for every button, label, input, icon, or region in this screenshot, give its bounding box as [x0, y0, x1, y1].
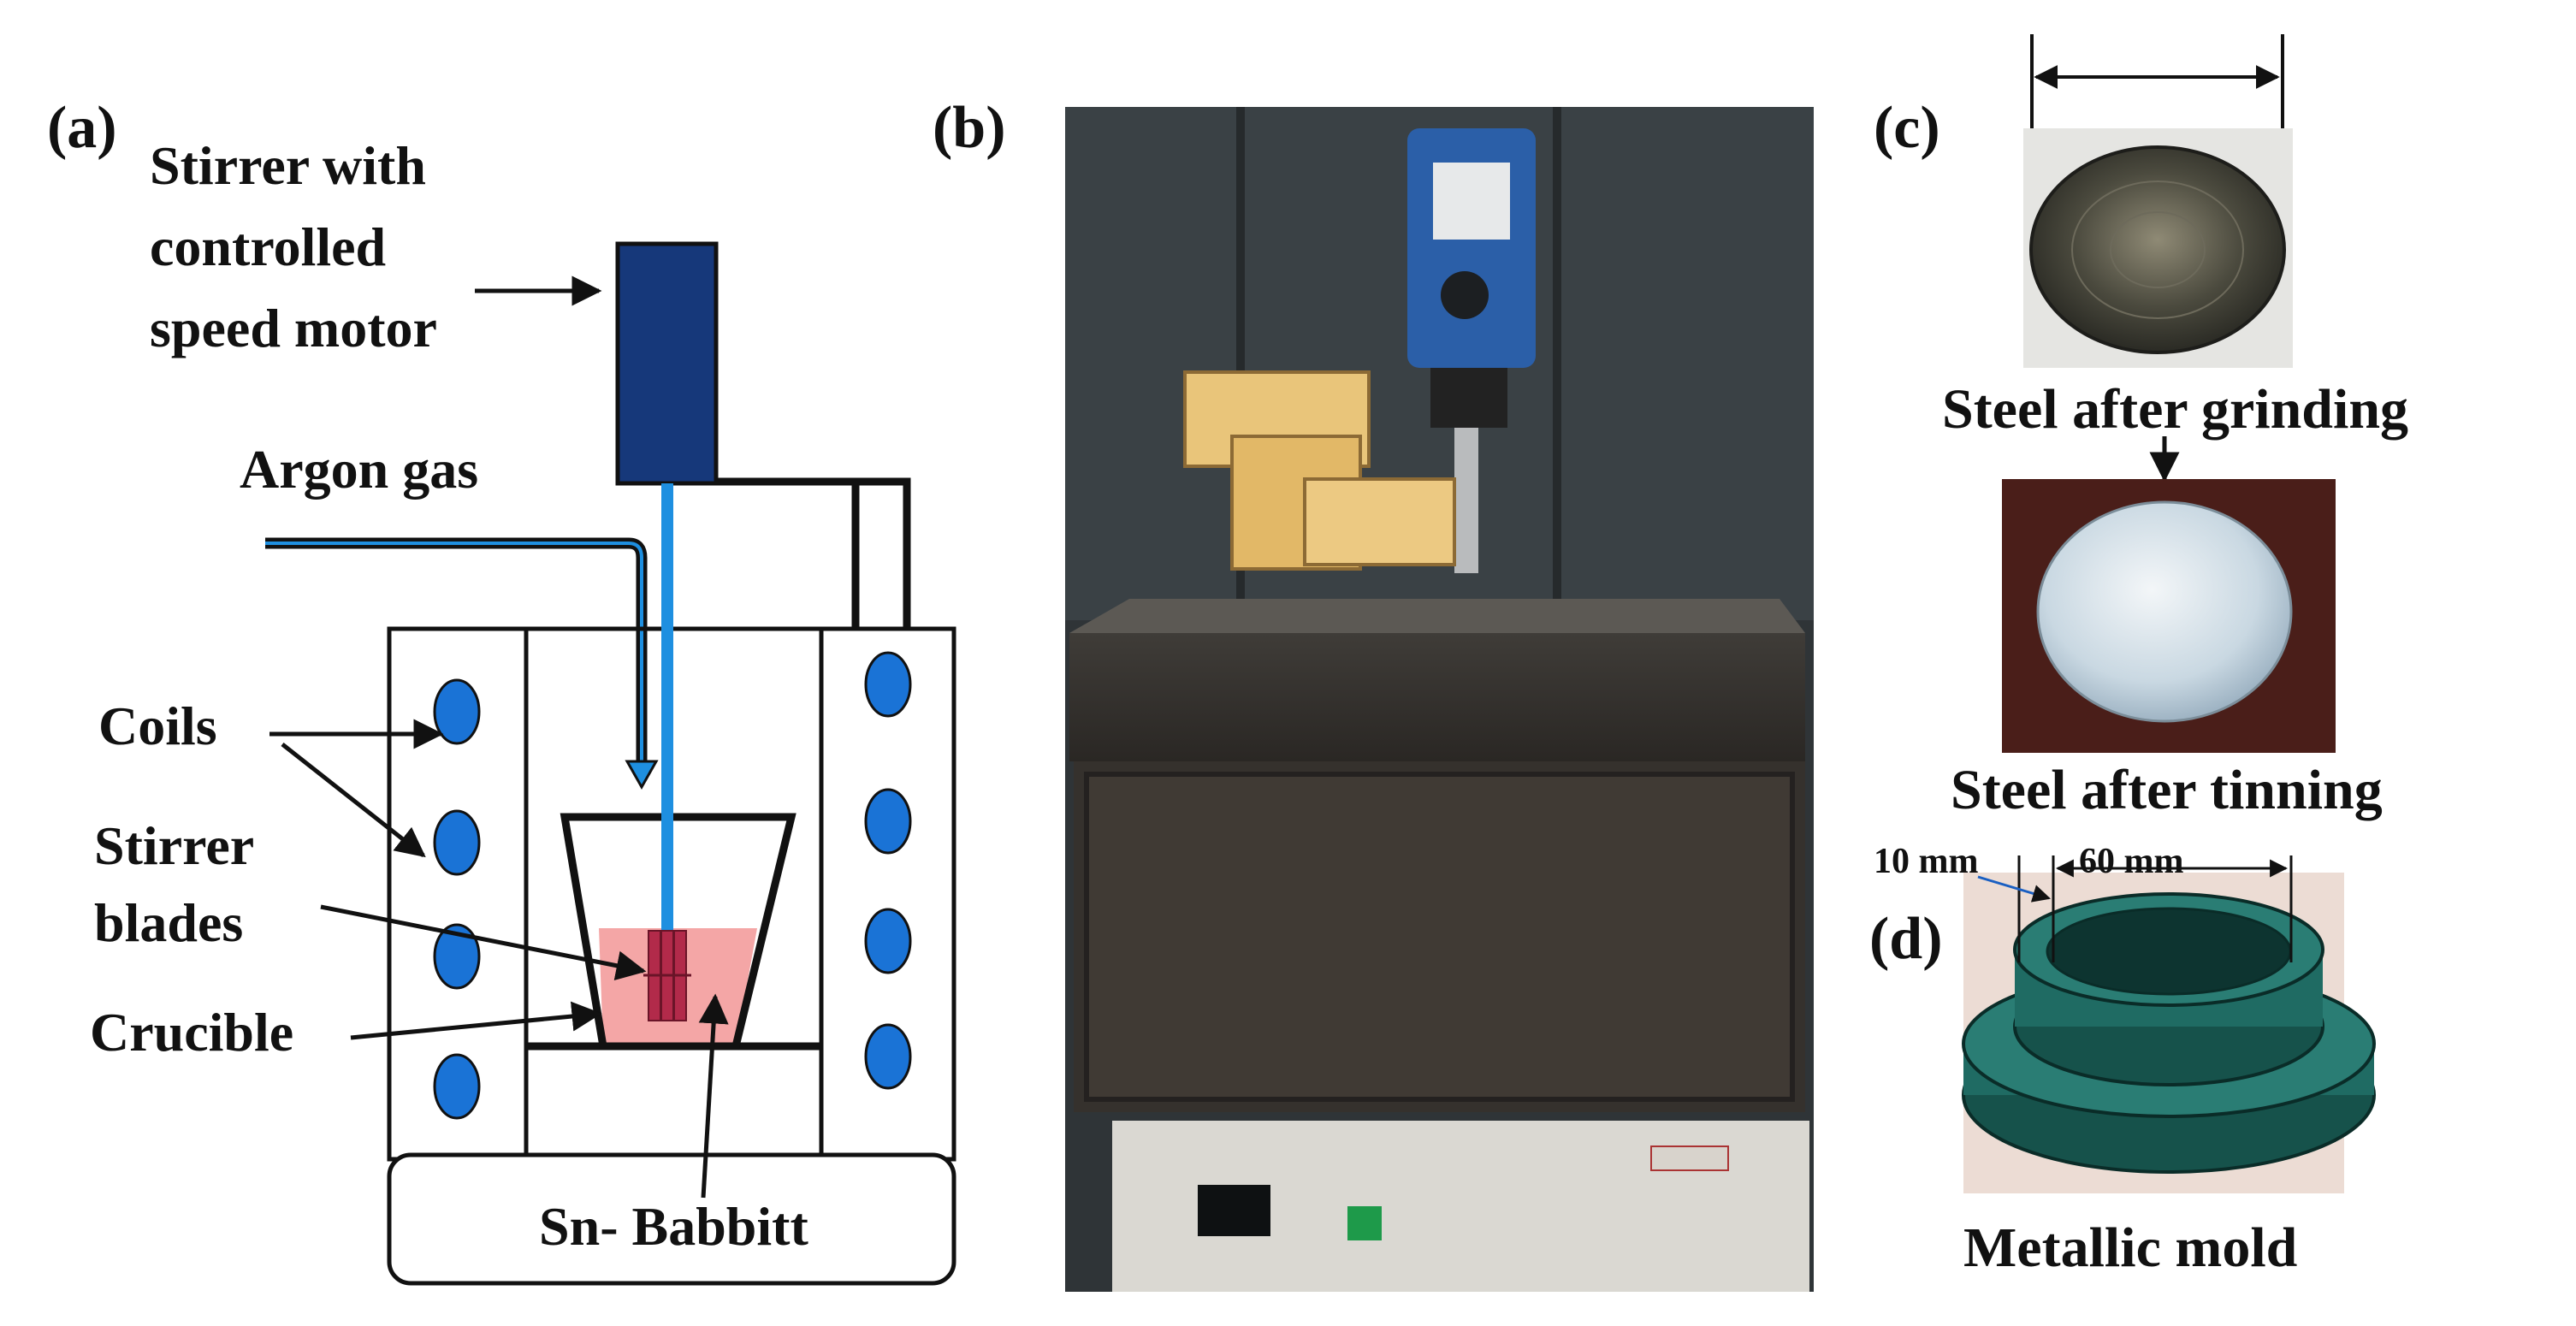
- stirrer-motor: [615, 241, 719, 486]
- coils-right: [864, 651, 912, 1090]
- panel-a-tag: (a): [47, 95, 117, 161]
- blades-label-line1: Stirrer: [94, 815, 254, 876]
- tinning-label: Steel after tinning: [1951, 759, 2383, 821]
- coil-icon: [433, 1053, 481, 1120]
- sn-babbitt-label: Sn- Babbitt: [539, 1196, 808, 1257]
- crucible: [560, 813, 796, 1051]
- crucible-arrow: [350, 1001, 602, 1040]
- coil-icon: [864, 651, 912, 718]
- coils-label: Coils: [98, 696, 217, 756]
- panel-b-tag: (b): [933, 95, 1006, 161]
- metallic-mold-label: Metallic mold: [1963, 1216, 2297, 1279]
- panel-a: (a) Stirrer with controlled speed motor …: [47, 95, 956, 1286]
- dim-10mm-label: 10 mm: [1874, 842, 1978, 881]
- panel-c-tag: (c): [1874, 95, 1940, 161]
- stirrer-shaft: [661, 483, 673, 945]
- argon-gas-flow: [265, 542, 643, 766]
- coil-icon: [864, 1023, 912, 1090]
- coil-icon: [433, 678, 481, 745]
- blades-arrow: [320, 904, 647, 981]
- coils-left: [433, 678, 481, 1120]
- dim-10mm-arrow: [1977, 875, 2052, 903]
- grinding-label: Steel after grinding: [1942, 378, 2408, 441]
- sn-babbitt-arrow: [698, 993, 729, 1199]
- stirring-furnace-setup-photo: [1065, 107, 1814, 1292]
- coil-icon: [864, 788, 912, 855]
- coil-icon: [433, 923, 481, 990]
- motor-label-line1: Stirrer with: [150, 135, 426, 196]
- stirrer-blades: [643, 930, 691, 1021]
- coils-arrow-2: [281, 743, 426, 858]
- motor-label-line3: speed motor: [150, 298, 437, 358]
- argon-gas-inlet-arrow: [625, 760, 659, 790]
- panel-d: (d) 10 mm 60 mm Metallic mold: [1869, 842, 2376, 1279]
- dim-60mm-label: 60 mm: [2079, 842, 2183, 881]
- panel-b: (b): [933, 95, 1814, 1292]
- blades-label-line2: blades: [94, 892, 243, 953]
- argon-gas-label: Argon gas: [240, 439, 478, 500]
- motor-label-line2: controlled: [150, 216, 386, 277]
- crucible-label: Crucible: [90, 1002, 293, 1063]
- furnace-base: [387, 1152, 956, 1286]
- coil-icon: [864, 908, 912, 974]
- panel-d-tag: (d): [1869, 906, 1943, 972]
- coil-icon: [433, 809, 481, 876]
- panel-c: (c) Steel after grinding Steel after tin…: [1874, 34, 2408, 821]
- motor-support-outer: [716, 477, 911, 629]
- tinned-steel-disc: [2036, 500, 2293, 723]
- ground-steel-disc: [2029, 145, 2286, 354]
